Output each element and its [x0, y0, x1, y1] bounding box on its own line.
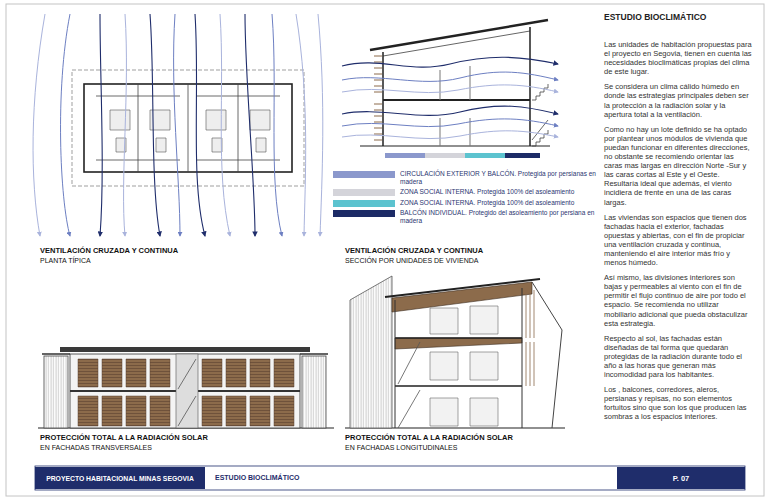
balcony-slats: [526, 290, 534, 386]
wind-arrow: [342, 72, 558, 81]
legend-row: BALCÓN INDIVIDUAL. Protegido del asoleam…: [333, 209, 601, 224]
roof-line: [370, 20, 548, 50]
roof-line: [385, 279, 540, 297]
zone-bar: [505, 153, 540, 158]
body-paragraph: Los , balcones, corredores, aleros, pers…: [604, 385, 752, 421]
floor-slab: [383, 99, 530, 101]
stair-tower-screen: [44, 356, 68, 428]
wind-arrow: [150, 14, 160, 236]
wind-arrow: [296, 14, 306, 236]
section-walls: [383, 27, 530, 146]
stair: [178, 359, 196, 426]
legend-row: ZONA SOCIAL INTERNA. Protegida 100% del …: [333, 188, 601, 196]
zone-bar: [465, 153, 505, 158]
legend-text: BALCÓN INDIVIDUAL. Protegido del asoleam…: [400, 209, 598, 224]
footer-section-name: ESTUDIO BIOCLIMÁTICO: [215, 474, 299, 482]
wind-arrow: [61, 14, 70, 236]
legend-row: ZONA SOCIAL INTERNA. Protegida 100% del …: [333, 199, 601, 207]
legend-swatch: [333, 189, 395, 196]
wind-arrow: [220, 14, 230, 236]
legend-text: ZONA SOCIAL INTERNA. Protegida 100% del …: [400, 188, 598, 196]
legend-text: CIRCULACIÓN EXTERIOR Y BALCÓN. Protegida…: [400, 170, 598, 185]
wind-arrow: [174, 14, 180, 236]
body-paragraph: Se considera un clima cálido húmedo en d…: [604, 82, 752, 118]
footer-frame: [35, 466, 745, 490]
outline-edge: [532, 282, 562, 428]
legend-swatch: [333, 171, 395, 178]
floor-slab: [395, 338, 522, 386]
body-paragraph: Respecto al sol, las fachadas están dise…: [604, 334, 752, 379]
facade: [70, 354, 300, 428]
legend-text: ZONA SOCIAL INTERNA. Protegida 100% del …: [400, 199, 598, 207]
body-paragraph: Como no hay un lote definido se ha optad…: [604, 125, 752, 207]
plan-partitions: [96, 84, 280, 172]
stair: [532, 84, 548, 146]
wood-ceiling: [392, 282, 532, 312]
plan-site-outline: [72, 70, 304, 186]
ceiling-line: [383, 31, 530, 56]
low-partitions: [440, 66, 470, 146]
wind-arrow: [124, 14, 127, 236]
body-paragraph: Las unidades de habitación propuestas pa…: [604, 40, 752, 76]
wind-arrow: [342, 131, 558, 139]
stair-tower-screen: [302, 356, 326, 428]
wind-arrow: [342, 119, 558, 127]
wind-arrow: [342, 85, 558, 93]
ground-line: [360, 145, 550, 146]
facade-louvers: [374, 56, 382, 140]
typical-plan: [33, 14, 323, 236]
section-walls: [395, 288, 522, 428]
wood-ceiling: [395, 338, 522, 349]
longitudinal-perspective: [345, 276, 565, 428]
legend-swatch: [333, 200, 395, 207]
wind-arrow: [245, 14, 255, 236]
figure-caption: VENTILACIÓN CRUZADA Y CONTINUA: [345, 247, 483, 256]
legend-swatch: [333, 210, 395, 217]
figure-subcaption: EN FACHADAS TRANSVERSALES: [40, 444, 152, 452]
page-number-box: P. 07: [617, 467, 745, 489]
wind-arrow: [318, 14, 323, 236]
plan-building: [84, 84, 292, 172]
board-title: ESTUDIO BIOCLIMÁTICO: [604, 13, 706, 23]
roof-eave: [60, 347, 310, 352]
wind-arrow: [100, 14, 102, 236]
zone-bar: [425, 153, 465, 158]
zone-bar: [385, 153, 425, 158]
unit-section: [342, 20, 558, 158]
wind-arrow: [33, 14, 45, 236]
legend-row: CIRCULACIÓN EXTERIOR Y BALCÓN. Protegida…: [333, 170, 601, 185]
footer-project-box: PROYECTO HABITACIONAL MINAS SEGOVIA: [35, 467, 205, 489]
stair: [398, 342, 420, 428]
page-frame: [6, 4, 764, 496]
plan-furniture: [110, 110, 270, 152]
transversal-elevation: [38, 347, 334, 428]
box-label: PROYECTO HABITACIONAL MINAS SEGOVIA: [46, 475, 194, 482]
wind-arrow: [342, 57, 558, 67]
louver-screen: [350, 276, 392, 428]
figure-subcaption: SECCIÓN POR UNIDADES DE VIVIENDA: [345, 257, 478, 265]
figure-subcaption: EN FACHADAS LONGITUDINALES: [345, 444, 457, 452]
wind-arrow: [342, 106, 558, 115]
figure-caption: VENTILACIÓN CRUZADA Y CONTINUA: [40, 247, 178, 256]
interior-openings: [430, 306, 498, 426]
body-paragraph: Las viviendas son espacios que tienen do…: [604, 213, 752, 268]
central-circulation: [176, 354, 198, 428]
text-column: Las unidades de habitación propuestas pa…: [604, 40, 752, 428]
wind-arrow: [195, 14, 205, 236]
wind-arrow: [272, 14, 282, 236]
figure-subcaption: PLANTA TÍPICA: [40, 257, 91, 265]
body-paragraph: Así mismo, las divisiones interiores son…: [604, 273, 752, 328]
figure-caption: PROTECCIÓN TOTAL A LA RADIACIÓN SOLAR: [40, 434, 208, 443]
box-label: P. 07: [673, 474, 690, 483]
figure-caption: PROTECCIÓN TOTAL A LA RADIACIÓN SOLAR: [345, 434, 513, 443]
